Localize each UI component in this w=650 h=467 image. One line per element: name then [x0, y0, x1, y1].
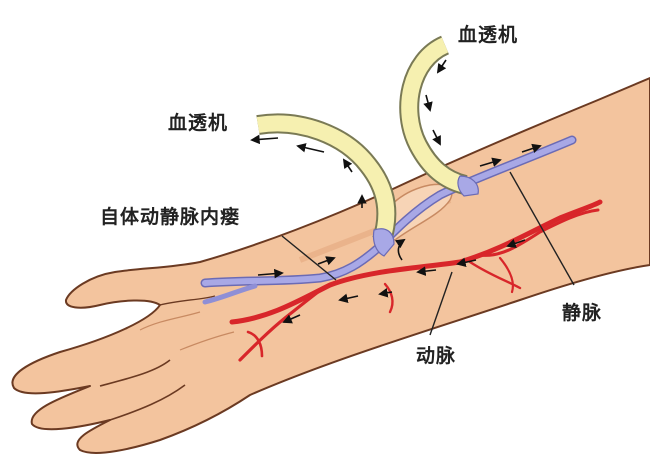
- artery-branch-2: [478, 208, 600, 257]
- vein-branch: [202, 283, 258, 305]
- label-fistula: 自体动静脉内瘘: [100, 206, 241, 228]
- label-dialyzer-left: 血透机: [168, 112, 229, 134]
- artery-main: [229, 199, 603, 325]
- label-vein: 静脉: [562, 302, 603, 324]
- label-artery: 动脉: [416, 345, 457, 367]
- fistula-leader: [281, 235, 337, 281]
- artery-leader: [429, 271, 453, 336]
- vein-leader: [509, 171, 575, 286]
- label-dialyzer-top: 血透机: [458, 24, 519, 46]
- flow-arrows: [250, 59, 542, 324]
